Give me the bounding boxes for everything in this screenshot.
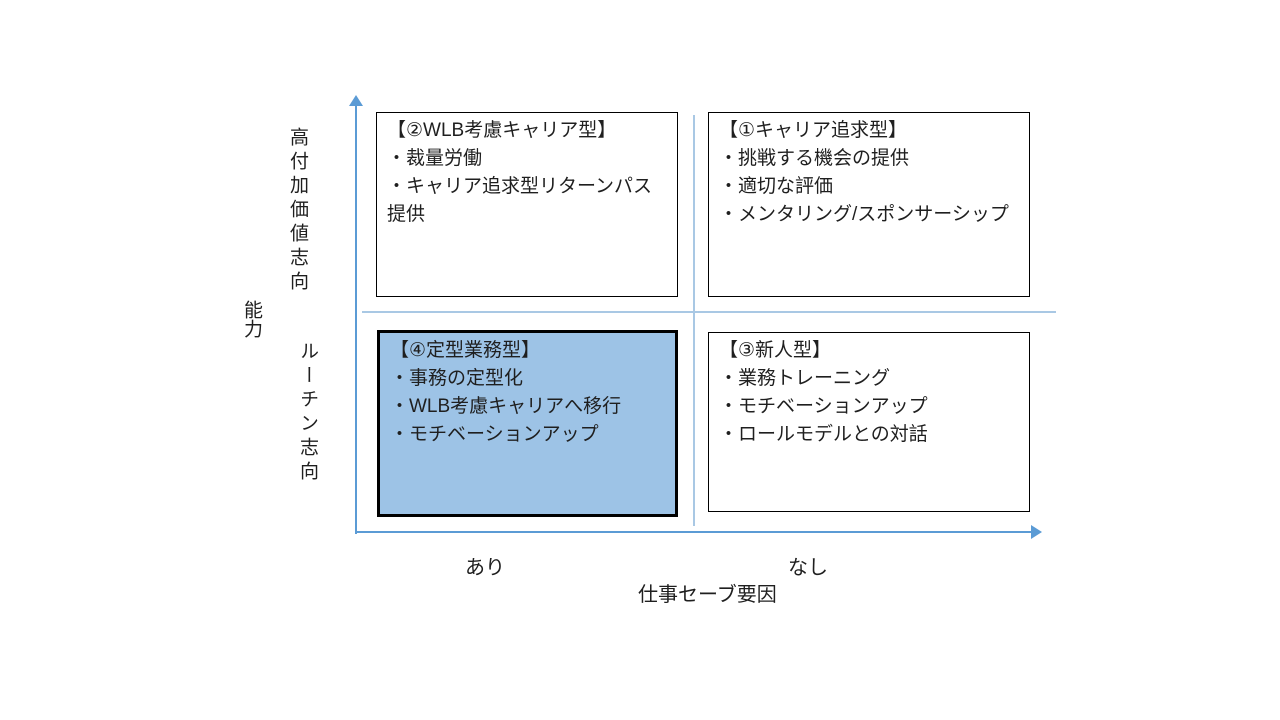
arrow-right-icon bbox=[1031, 525, 1042, 539]
quadrant-bullet-item: ・モチベーションアップ bbox=[719, 396, 928, 417]
quadrant-bullet-item: ・WLB考慮キャリアへ移行 bbox=[390, 396, 622, 417]
y-axis-line bbox=[355, 104, 357, 534]
x-axis-title: 仕事セーブ要因 bbox=[638, 584, 777, 606]
quadrant-bullet-item: ・裁量労働 bbox=[387, 148, 483, 169]
quadrant-bullet-item: ・業務トレーニング bbox=[719, 368, 891, 389]
quadrant-bullet-item: ・適切な評価 bbox=[719, 176, 834, 197]
vertical-divider-line bbox=[693, 115, 695, 526]
quadrant-bullet-item: ・モチベーションアップ bbox=[390, 424, 599, 445]
quadrant-wlb-career-box: 【②WLB考慮キャリア型】 ・裁量労働 ・キャリア追求型リターンパス提供 bbox=[376, 112, 678, 297]
quadrant-career-pursuit-box: 【①キャリア追求型】 ・挑戦する機会の提供 ・適切な評価 ・メンタリング/スポン… bbox=[708, 112, 1030, 297]
quadrant-bullet-item: ・メンタリング/スポンサーシップ bbox=[719, 204, 1009, 225]
x-axis-line bbox=[356, 531, 1032, 533]
quadrant-title: 【②WLB考慮キャリア型】 bbox=[387, 120, 617, 141]
quadrant-bullet-item: ・事務の定型化 bbox=[390, 368, 524, 389]
quadrant-routine-work-box: 【④定型業務型】 ・事務の定型化 ・WLB考慮キャリアへ移行 ・モチベーションア… bbox=[377, 330, 678, 517]
quadrant-bullet-item: ・ロールモデルとの対話 bbox=[719, 424, 928, 445]
y-axis-top-label: 高付加価値志向 bbox=[287, 127, 308, 295]
quadrant-bullet-item: ・キャリア追求型リターンパス提供 bbox=[387, 176, 653, 225]
x-axis-right-label: なし bbox=[788, 557, 828, 579]
quadrant-title: 【③新人型】 bbox=[719, 340, 832, 361]
quadrant-title: 【④定型業務型】 bbox=[390, 340, 541, 361]
horizontal-divider-line bbox=[362, 311, 1056, 313]
quadrant-newcomer-box: 【③新人型】 ・業務トレーニング ・モチベーションアップ ・ロールモデルとの対話 bbox=[708, 332, 1030, 512]
y-axis-bottom-label: ルーチン志向 bbox=[297, 341, 318, 485]
quadrant-title: 【①キャリア追求型】 bbox=[719, 120, 908, 141]
arrow-up-icon bbox=[349, 95, 363, 106]
quadrant-bullet-item: ・挑戦する機会の提供 bbox=[719, 148, 910, 169]
y-axis-title: 能力 bbox=[241, 300, 262, 338]
x-axis-left-label: あり bbox=[465, 557, 505, 579]
